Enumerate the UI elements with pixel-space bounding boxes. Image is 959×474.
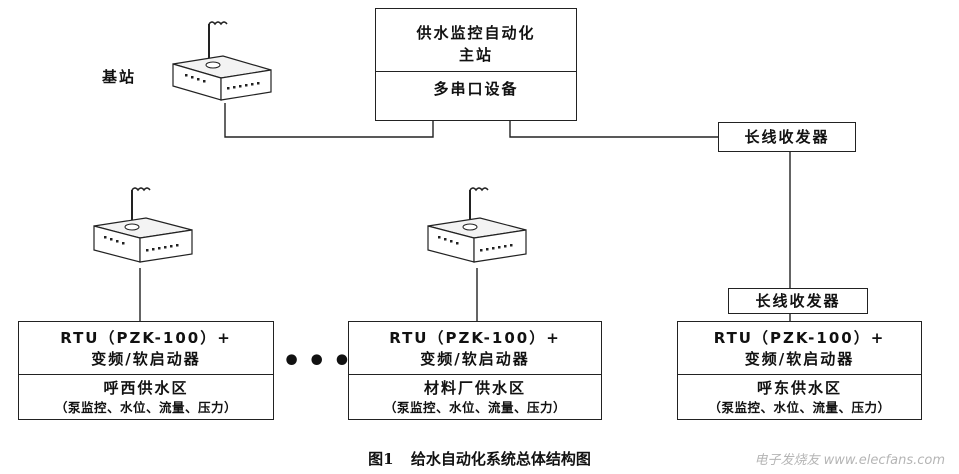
monitoring-params-label: （泵监控、水位、流量、压力） <box>708 400 891 415</box>
more-stations-ellipsis: ••• <box>282 344 358 379</box>
line-transceiver-top-label: 长线收发器 <box>744 128 830 146</box>
master-title-line1: 供水监控自动化 <box>416 24 536 42</box>
line-transceiver-right-label: 长线收发器 <box>755 292 841 310</box>
line-transceiver-right: 长线收发器 <box>728 288 868 314</box>
rtu-drive-label: 变频/软启动器 <box>91 350 201 368</box>
rtu-model-label: RTU（PZK-100）+ <box>60 329 232 347</box>
monitoring-params-label: （泵监控、水位、流量、压力） <box>383 400 566 415</box>
rtu-divider <box>349 374 601 375</box>
figure-caption: 图1 给水自动化系统总体结构图 <box>0 448 959 469</box>
remote-radio-modem-2-icon <box>427 187 527 263</box>
rtu-model-label: RTU（PZK-100）+ <box>389 329 561 347</box>
supply-zone-label: 呼西供水区 <box>103 379 189 397</box>
rtu-station-box: RTU（PZK-100）+ 变频/软启动器 呼东供水区 （泵监控、水位、流量、压… <box>677 321 922 420</box>
figure-title: 给水自动化系统总体结构图 <box>410 450 591 468</box>
rtu-drive-label: 变频/软启动器 <box>420 350 530 368</box>
rtu-station-box: RTU（PZK-100）+ 变频/软启动器 呼西供水区 （泵监控、水位、流量、压… <box>18 321 274 420</box>
master-to-transceiver-line <box>509 120 718 138</box>
watermark: 电子发烧友 www.elecfans.com <box>754 453 945 468</box>
remote-radio-modem-1-icon <box>93 187 193 263</box>
master-title-line2: 主站 <box>458 46 493 64</box>
multi-serial-device-label: 多串口设备 <box>433 80 519 98</box>
base-station-device-icon <box>172 21 272 101</box>
master-divider <box>376 71 576 72</box>
master-station-box: 供水监控自动化 主站 多串口设备 <box>375 8 577 121</box>
figure-number: 图1 <box>368 450 394 468</box>
supply-zone-label: 材料厂供水区 <box>423 379 526 397</box>
line-transceiver-top: 长线收发器 <box>718 122 856 152</box>
rtu-model-label: RTU（PZK-100）+ <box>713 329 886 347</box>
supply-zone-label: 呼东供水区 <box>756 379 842 397</box>
rtu-drive-label: 变频/软启动器 <box>744 350 855 368</box>
rtu-divider <box>19 374 273 375</box>
monitoring-params-label: （泵监控、水位、流量、压力） <box>54 400 237 415</box>
base-to-master-line <box>224 103 434 138</box>
rtu-divider <box>678 374 921 375</box>
rtu-station-box: RTU（PZK-100）+ 变频/软启动器 材料厂供水区 （泵监控、水位、流量、… <box>348 321 602 420</box>
base-station-label: 基站 <box>102 68 137 86</box>
